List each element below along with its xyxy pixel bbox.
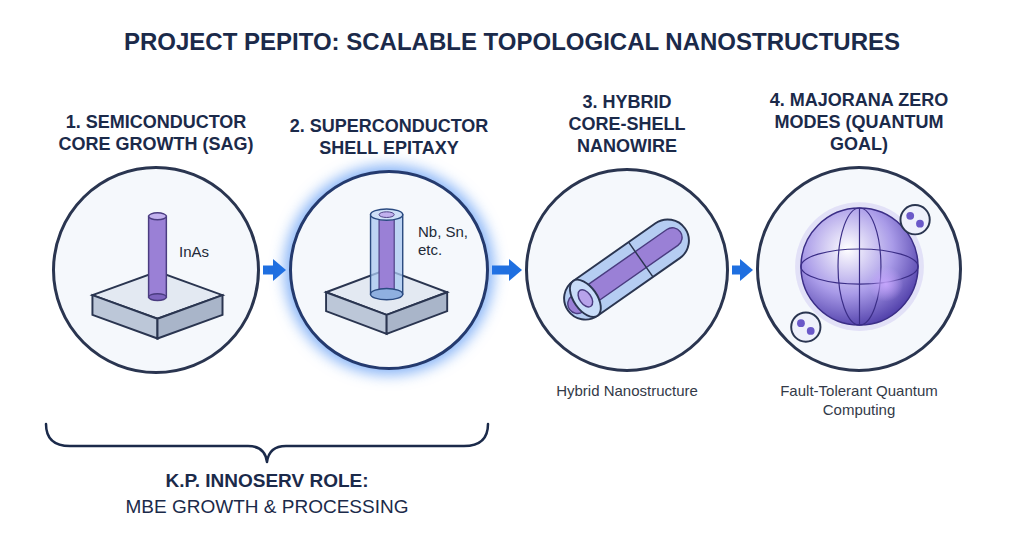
material-label: Nb, Sn, etc. [418,223,478,259]
step-circle: 4. MAJORANA ZERO MODES (QUANTUM GOAL)Fau… [756,166,962,372]
step-circle: 3. HYBRID CORE-SHELL NANOWIREHybrid Nano… [525,168,729,372]
role-label: MBE GROWTH & PROCESSING [67,496,467,518]
step-illustration [292,173,486,367]
flow-arrow [732,259,753,281]
step-caption: Hybrid Nanostructure [527,381,727,400]
step-caption: Fault-Tolerant Quantum Computing [759,381,959,419]
flow-arrow [492,259,522,281]
step-circle: 2. SUPERCONDUCTOR SHELL EPITAXYNb, Sn, e… [289,170,489,370]
step-circle: 1. SEMICONDUCTOR CORE GROWTH (SAG)InAs [52,166,260,374]
step-heading: 4. MAJORANA ZERO MODES (QUANTUM GOAL) [769,89,949,155]
step-illustration [759,169,959,369]
step-heading: 2. SUPERCONDUCTOR SHELL EPITAXY [279,115,499,159]
step-heading: 3. HYBRID CORE-SHELL NANOWIRE [552,91,702,157]
step-heading: 1. SEMICONDUCTOR CORE GROWTH (SAG) [56,111,256,155]
step-illustration [55,169,257,371]
flow-arrow [263,259,286,281]
material-label: InAs [179,243,229,261]
role-label: K.P. INNOSERV ROLE: [117,470,417,492]
step-illustration [528,171,726,369]
diagram-title: PROJECT PEPITO: SCALABLE TOPOLOGICAL NAN… [0,28,1024,56]
